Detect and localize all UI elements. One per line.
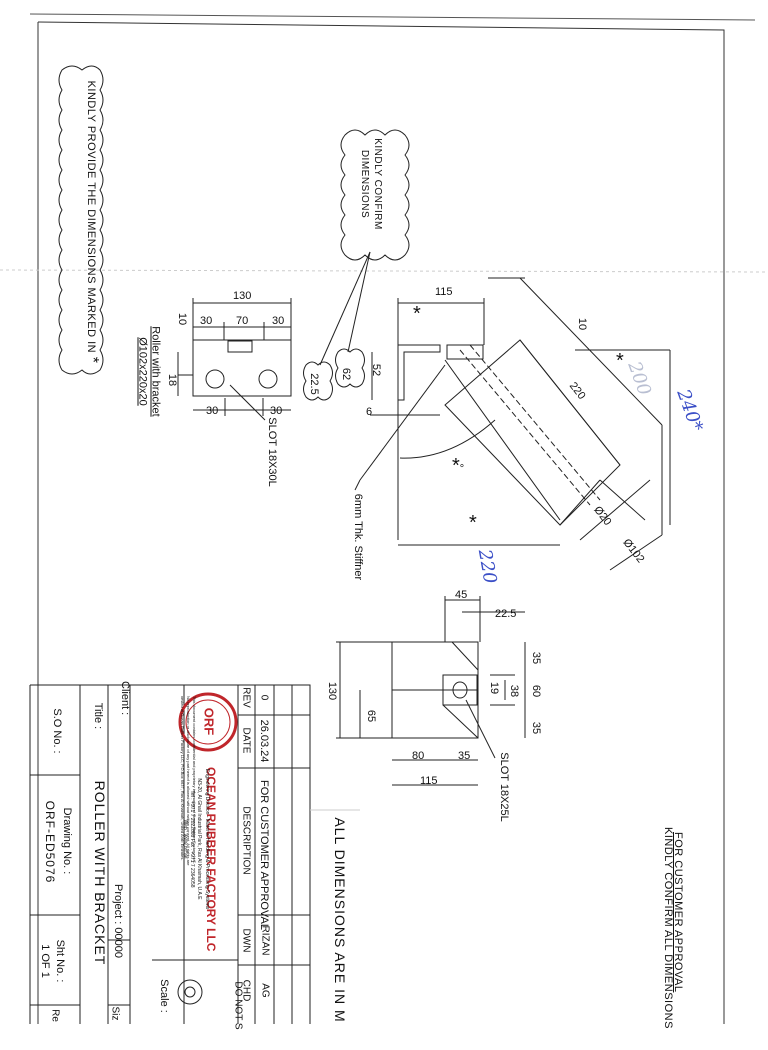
dim-front-35-bottom: 35 (530, 721, 542, 735)
front-slot-label: SLOT 18X25L (498, 752, 510, 822)
dim-front-35: 35 (458, 750, 471, 762)
dim-side-18: 18 (166, 373, 178, 387)
dim-front-60: 60 (530, 684, 542, 698)
tb-sheet-label: Sht No. : (54, 939, 66, 983)
note-all-dimensions-units: ALL DIMENSIONS ARE IN M (332, 817, 348, 1023)
tb-dwn-value: RIZAN (259, 925, 271, 956)
drawing-sheet: KINDLY PROVIDE THE DIMENSIONS MARKED IN … (0, 13, 768, 1030)
dim-side-30-left: 30 (200, 315, 213, 327)
dim-side-10: 10 (176, 312, 188, 326)
tb-rev-value: 0 (258, 694, 270, 701)
dim-side-130: 130 (233, 290, 252, 302)
tb-drawing-label: Drawing No. : (61, 807, 73, 875)
dim-iso-10: 10 (576, 317, 588, 331)
dim-front-19: 19 (488, 681, 500, 695)
tb-size-label: Siz (109, 1006, 121, 1021)
dim-front-115: 115 (420, 775, 438, 787)
note-provide-dimensions: KINDLY PROVIDE THE DIMENSIONS MARKED IN … (84, 80, 101, 364)
tb-date-header: DATE (240, 727, 252, 754)
tb-date-value: 26.03.24 (258, 719, 270, 763)
dim-front-130: 130 (326, 681, 338, 701)
tb-logo-text: ORF (201, 707, 217, 736)
tb-client-label: Client : (119, 681, 131, 716)
dim-front-45: 45 (455, 589, 468, 601)
tb-dwn-header: DWN (240, 928, 252, 953)
dim-iso-52: 52 (370, 363, 382, 377)
tb-do-not-scale: DO NOT S (232, 981, 244, 1030)
dim-side-30-right: 30 (272, 315, 285, 327)
iso-stiffener-label: 6mm Thk. Stiffner (352, 493, 364, 581)
tb-rev-header: REV (240, 687, 252, 708)
tb-sheet-value: 1 OF 1 (39, 944, 51, 978)
note-confirm-all-dimensions: KINDLY CONFIRM ALL DIMENSIONS (662, 827, 674, 1029)
tb-title-value: ROLLER WITH BRACKET (92, 780, 108, 966)
dim-front-35-top: 35 (530, 651, 542, 665)
dim-iso-6: 6 (366, 406, 373, 418)
tb-description-header: DESCRIPTION (240, 806, 252, 875)
tb-title-label: Title : (92, 702, 104, 730)
tb-description-value: FOR CUSTOMER APPROVAL (258, 780, 270, 930)
dim-side-22-5: 22.5 (308, 373, 320, 395)
dim-front-22-5: 22.5 (495, 608, 517, 620)
star-mark-iso-1: * (413, 303, 421, 325)
dim-side-30-bottom-right: 30 (270, 405, 283, 417)
dim-side-62: 62 (340, 367, 352, 381)
tb-so-label: S.O No. : (51, 708, 63, 754)
tb-rev-short: Re (49, 1009, 61, 1022)
drawing-linework (0, 13, 768, 1024)
dim-front-38: 38 (508, 684, 520, 698)
tb-company-line1: Engineering Division - Material Handling… (204, 768, 210, 910)
tb-project-label: Project : 00000 (112, 884, 124, 958)
side-slot-label: SLOT 18X30L (266, 417, 278, 487)
side-caption-line2: Ø102x220x20 (136, 337, 149, 406)
dim-front-80: 80 (412, 750, 425, 762)
dim-iso-115: 115 (435, 286, 453, 298)
dim-front-65: 65 (365, 709, 377, 723)
side-caption-line1: Roller with bracket (149, 326, 162, 417)
star-mark-iso-4: * (616, 350, 624, 372)
dim-side-70: 70 (236, 315, 249, 327)
star-mark-iso-3: * (469, 512, 477, 534)
tb-disclaimer: This document contains confidential and … (180, 696, 197, 866)
star-mark-iso-2: *° (452, 455, 465, 477)
note-confirm-dimensions: KINDLY CONFIRM DIMENSIONS (359, 138, 383, 230)
dim-side-30-bottom-left: 30 (206, 405, 219, 417)
tb-scale-label: Scale : (158, 979, 170, 1013)
tb-drawing-value: ORF-ED5076 (43, 800, 57, 884)
tb-chd-value: AG (259, 983, 271, 998)
